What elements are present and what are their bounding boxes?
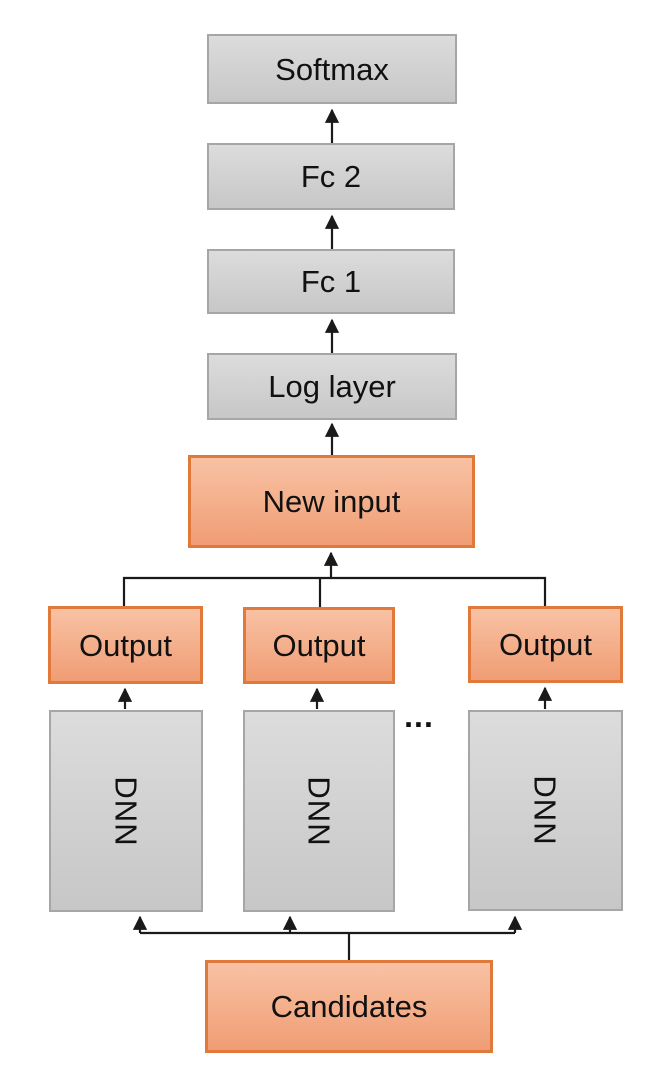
output-middle-node: Output — [243, 607, 395, 684]
fc2-label: Fc 2 — [300, 159, 362, 194]
output-left-label: Output — [78, 627, 173, 663]
dnn-middle-node: DNN — [243, 710, 395, 912]
new-input-node: New input — [188, 455, 475, 548]
dnn-left-node: DNN — [49, 710, 203, 912]
dnn-right-node: DNN — [468, 710, 623, 911]
output-right-label: Output — [498, 627, 593, 662]
dnn-right-label: DNN — [527, 775, 563, 846]
dnn-middle-label: DNN — [301, 775, 337, 847]
output-middle-label: Output — [272, 628, 366, 663]
line-output-tree — [122, 576, 547, 606]
softmax-node: Softmax — [207, 34, 457, 104]
more-dnns-ellipsis: ... — [404, 698, 434, 734]
log-layer-label: Log layer — [268, 369, 396, 404]
fc1-label: Fc 1 — [300, 264, 362, 299]
softmax-label: Softmax — [275, 51, 389, 87]
candidates-label: Candidates — [270, 989, 428, 1024]
output-left-node: Output — [48, 606, 203, 684]
new-input-label: New input — [262, 484, 401, 519]
fc2-node: Fc 2 — [207, 143, 455, 210]
output-right-node: Output — [468, 606, 623, 683]
fc1-node: Fc 1 — [207, 249, 455, 314]
candidates-node: Candidates — [205, 960, 493, 1053]
dnn-left-label: DNN — [108, 775, 144, 847]
log-layer-node: Log layer — [207, 353, 457, 420]
